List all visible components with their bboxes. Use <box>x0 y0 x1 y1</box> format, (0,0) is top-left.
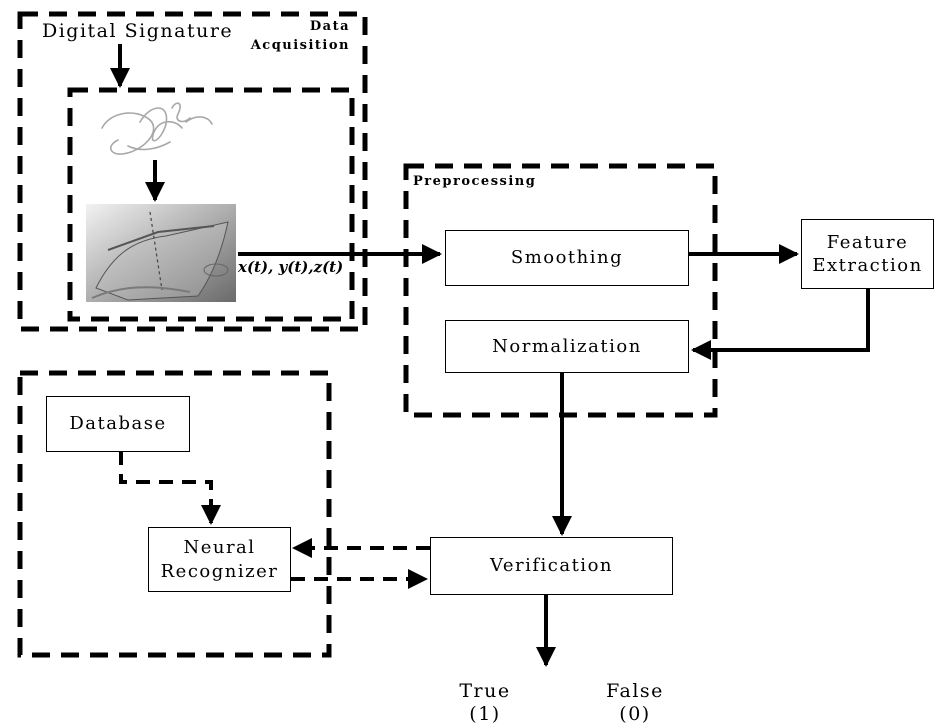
tablet-device-image <box>86 204 236 302</box>
neural-recognizer-label-line1: Neural <box>183 537 256 559</box>
output-false: False (0) <box>595 680 675 726</box>
recognition-group <box>17 370 332 658</box>
neural-recognizer-label-line2: Recognizer <box>160 560 279 582</box>
normalization-label: Normalization <box>492 335 642 357</box>
output-false-value: (0) <box>619 702 651 725</box>
smoothing-box: Smoothing <box>445 230 689 286</box>
preprocessing-title: Preprocessing <box>413 174 537 189</box>
verification-box: Verification <box>430 537 673 595</box>
output-true-value: (1) <box>469 702 501 725</box>
feature-extraction-label-line1: Feature <box>826 231 909 253</box>
signal-label: x(t), y(t),z(t) <box>238 258 344 276</box>
feature-extraction-label-line2: Extraction <box>812 255 923 276</box>
database-label: Database <box>69 413 167 435</box>
capture-inner-group <box>67 87 355 322</box>
signature-sample-image <box>101 102 213 155</box>
output-true-label: True <box>459 680 511 702</box>
data-acquisition-title-line1: Data <box>309 19 350 34</box>
normalization-box: Normalization <box>445 320 689 373</box>
data-acquisition-title: Data Acquisition <box>250 18 350 56</box>
data-acquisition-group <box>17 11 368 332</box>
data-acquisition-title-line2: Acquisition <box>250 37 350 53</box>
database-box: Database <box>46 396 190 452</box>
output-true: True (1) <box>450 680 520 726</box>
smoothing-label: Smoothing <box>510 247 624 269</box>
arrow-database-to-neural <box>119 451 221 525</box>
neural-recognizer-box: Neural Recognizer <box>148 527 291 592</box>
verification-label: Verification <box>489 555 613 577</box>
feature-extraction-box: Feature Extraction <box>801 219 934 289</box>
arrow-feature-to-normalization <box>691 289 870 360</box>
output-false-label: False <box>606 680 664 702</box>
digital-signature-label: Digital Signature <box>42 20 234 42</box>
